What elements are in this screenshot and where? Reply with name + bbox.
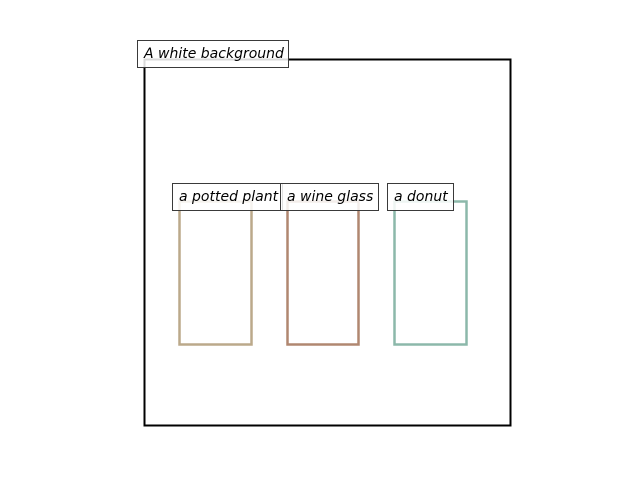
object-box-donut xyxy=(393,200,468,346)
object-label-box-potted-plant xyxy=(172,183,283,211)
object-label-potted-plant: a potted plant xyxy=(179,189,279,205)
background-label-box xyxy=(137,40,289,68)
object-label-box-donut xyxy=(387,183,454,211)
object-label-wine-glass: a wine glass xyxy=(287,189,373,205)
background-frame xyxy=(143,58,512,427)
object-label-donut: a donut xyxy=(394,189,448,205)
object-label-box-wine-glass xyxy=(280,183,379,211)
background-label: A white background xyxy=(143,46,284,62)
object-box-potted-plant xyxy=(178,200,253,346)
object-box-wine-glass xyxy=(286,200,360,346)
